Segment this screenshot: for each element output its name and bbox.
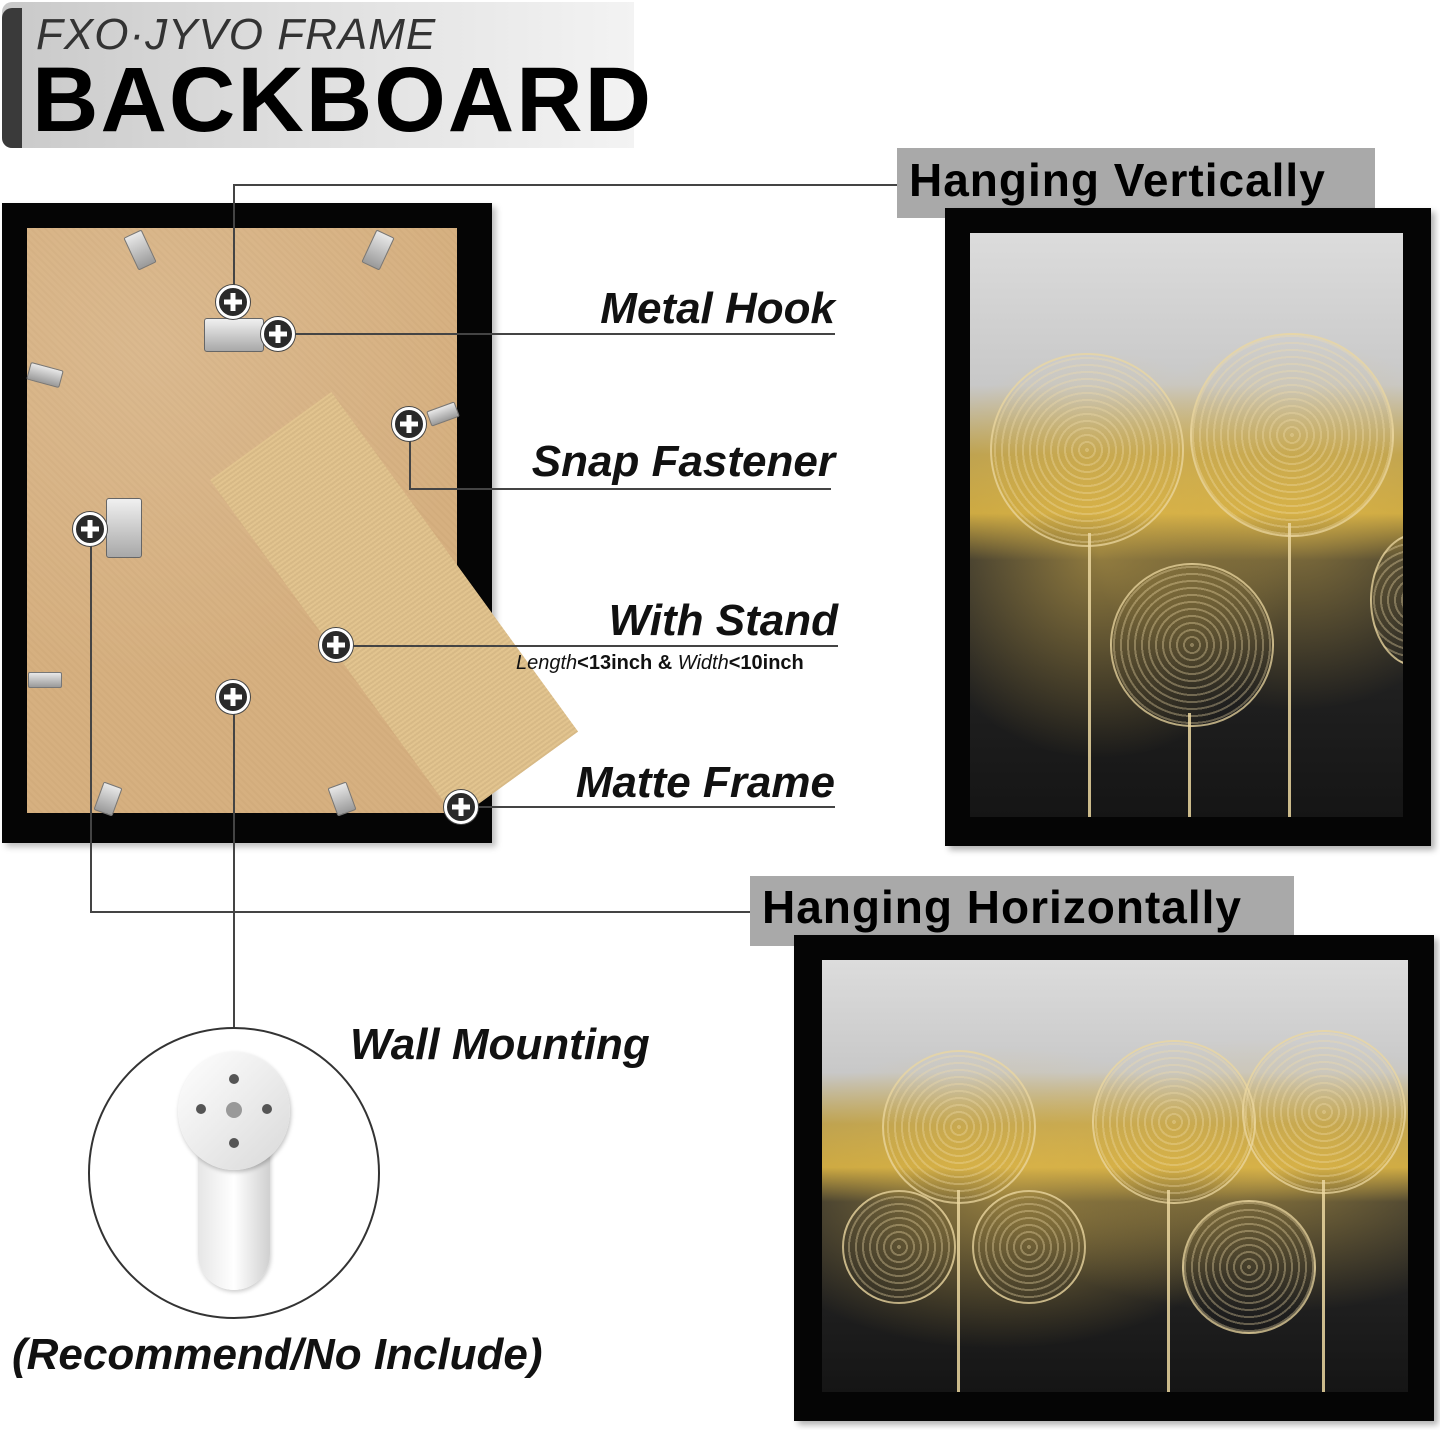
recommend-note: (Recommend/No Include) <box>12 1330 543 1379</box>
fastener-tab <box>28 672 62 688</box>
metal-hook-plate <box>204 318 264 352</box>
callout-line <box>90 911 752 913</box>
callout-line <box>233 184 898 186</box>
header-banner <box>2 2 634 148</box>
brand-name: FXO·JYVO FRAME <box>36 10 437 59</box>
snap-fastener-label: Snap Fastener <box>531 437 835 486</box>
matte-frame-label: Matte Frame <box>575 758 835 807</box>
hook-pin <box>262 1104 272 1114</box>
hanging-horizontally-tag: Hanging Horizontally <box>750 876 1294 946</box>
metal-hook-label: Metal Hook <box>600 284 835 333</box>
vertical-artwork <box>970 233 1403 817</box>
hook-pin <box>229 1138 239 1148</box>
width-word: Width <box>677 652 729 674</box>
callout-line <box>90 546 92 912</box>
callout-line <box>409 441 411 489</box>
callout-line <box>478 806 835 808</box>
callout-line <box>409 488 831 490</box>
hanging-vertically-tag: Hanging Vertically <box>897 148 1375 218</box>
hook-center <box>226 1102 242 1118</box>
width-value: <10inch <box>728 652 804 674</box>
plus-marker-icon <box>444 790 478 824</box>
with-stand-label: With Stand <box>608 596 838 645</box>
length-value: <13inch & <box>577 652 678 674</box>
wall-mounting-label: Wall Mounting <box>350 1020 650 1069</box>
plus-marker-icon <box>319 628 353 662</box>
hook-pin <box>196 1104 206 1114</box>
callout-line <box>233 714 235 1027</box>
plus-marker-icon <box>216 285 250 319</box>
callout-line <box>353 645 838 647</box>
callout-line <box>233 184 235 285</box>
metal-hook-plate <box>106 498 142 558</box>
length-word: Length <box>516 652 578 674</box>
plus-marker-icon <box>73 512 107 546</box>
hook-pin <box>229 1074 239 1084</box>
callout-line <box>295 333 835 335</box>
plus-marker-icon <box>392 407 426 441</box>
plus-marker-icon <box>261 317 295 351</box>
page-title: BACKBOARD <box>32 49 654 151</box>
stand-dimension-note: Length<13inch & Width<10inch <box>516 652 804 675</box>
horizontal-artwork <box>822 960 1408 1392</box>
plus-marker-icon <box>216 680 250 714</box>
header-accent-bar <box>2 8 22 148</box>
